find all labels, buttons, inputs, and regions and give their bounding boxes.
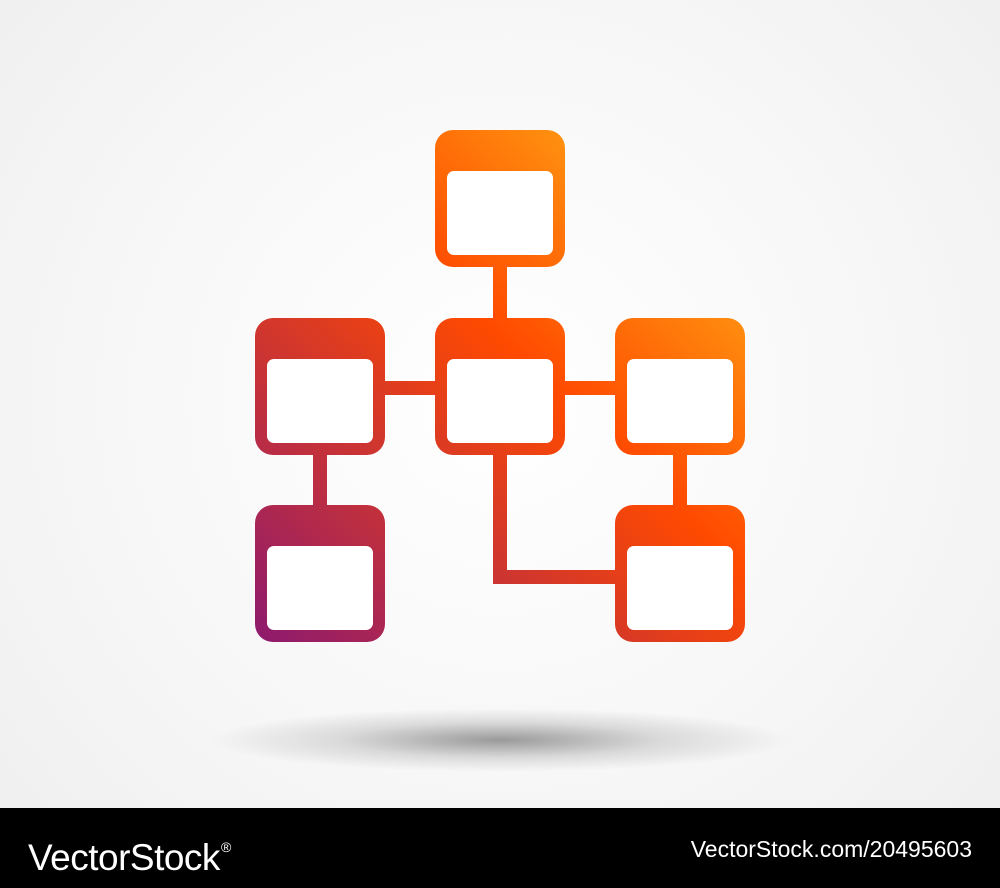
connector-lines (313, 266, 687, 584)
window-body (447, 171, 553, 255)
window-node-left (255, 318, 385, 455)
connector-center-bottom-right (493, 454, 616, 584)
drop-shadow (210, 708, 790, 772)
connector-left-bottom-left (313, 454, 327, 506)
window-body (627, 359, 733, 443)
connector-center-right (564, 381, 616, 395)
connector-top-center (493, 266, 507, 318)
image-id-text: VectorStock.com/20495603 (690, 836, 972, 862)
vectorstock-logo: VectorStock® (28, 825, 231, 880)
database-network-diagram (210, 130, 790, 772)
registered-mark: ® (220, 839, 231, 855)
window-node-top (435, 130, 565, 267)
window-node-bottom-right (615, 505, 745, 642)
watermark-footer: VectorStock® VectorStock.com/20495603 (0, 808, 1000, 888)
brand-name: VectorStock (28, 837, 220, 878)
window-nodes (255, 130, 745, 642)
window-body (267, 359, 373, 443)
window-node-right (615, 318, 745, 455)
window-body (267, 546, 373, 630)
connector-left-center (384, 381, 436, 395)
window-body (447, 359, 553, 443)
window-node-bottom-left (255, 505, 385, 642)
window-node-center (435, 318, 565, 455)
connector-right-bottom-right (673, 454, 687, 506)
window-body (627, 546, 733, 630)
